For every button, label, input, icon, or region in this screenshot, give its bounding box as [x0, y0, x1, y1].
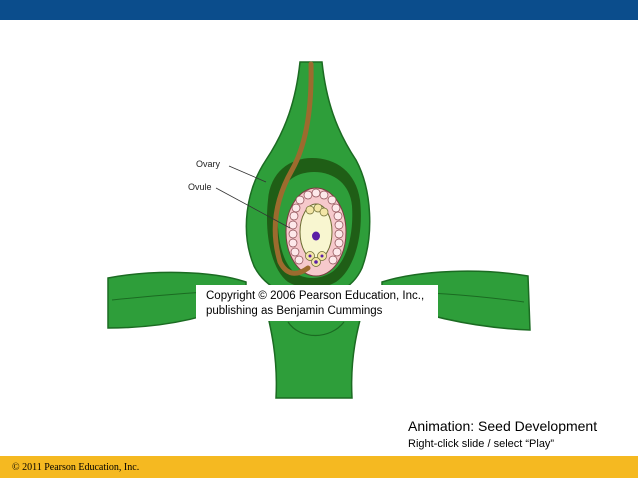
ovary-label: Ovary: [196, 159, 221, 169]
header-bar: [0, 0, 638, 20]
copyright-box: [196, 285, 438, 321]
animation-title: Animation: Seed Development: [408, 418, 598, 434]
polar-nuclei: [312, 231, 320, 241]
copyright-line-2: publishing as Benjamin Cummings: [206, 305, 383, 317]
ovule-label: Ovule: [188, 182, 212, 192]
footer-copyright: © 2011 Pearson Education, Inc.: [12, 462, 140, 473]
ovule-leader-line: [215, 187, 291, 229]
ovary-leader-line: [228, 165, 267, 183]
pollen-tube: [272, 61, 314, 276]
copyright-line-1: Copyright © 2006 Pearson Education, Inc.…: [206, 290, 425, 302]
animation-instruction: Right-click slide / select “Play”: [408, 438, 555, 450]
footer-bar: [0, 456, 638, 478]
